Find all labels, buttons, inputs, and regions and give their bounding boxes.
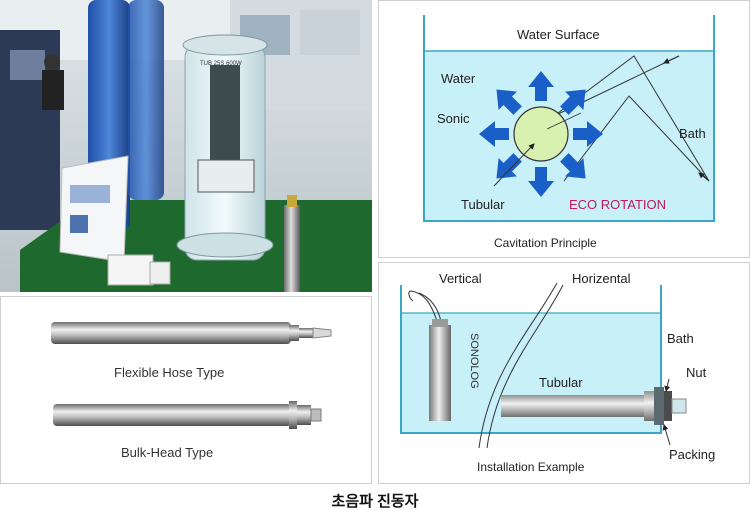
label-packing: Packing bbox=[669, 447, 715, 462]
vertical-tube bbox=[429, 325, 451, 421]
arrow-down bbox=[528, 167, 554, 197]
info-sign bbox=[59, 155, 129, 263]
install-tank-walls bbox=[400, 285, 662, 434]
flexible-hose-tube bbox=[51, 322, 332, 344]
label-tubular: Tubular bbox=[461, 197, 505, 212]
packing bbox=[654, 387, 664, 425]
label-bath: Bath bbox=[679, 126, 706, 141]
label-bath: Bath bbox=[667, 331, 694, 346]
tank-walls bbox=[423, 15, 715, 222]
label-tubular: Tubular bbox=[539, 375, 583, 390]
sonic-arrows bbox=[479, 71, 603, 197]
label-water-surface: Water Surface bbox=[517, 27, 600, 42]
label-nut: Nut bbox=[686, 365, 707, 380]
arrow-right bbox=[573, 121, 603, 147]
label-flexible-hose: Flexible Hose Type bbox=[114, 365, 224, 380]
cavitation-caption: Cavitation Principle bbox=[494, 236, 597, 250]
label-sonic: Sonic bbox=[437, 111, 470, 126]
label-eco-rotation: ECO ROTATION bbox=[569, 197, 666, 212]
tank-label: TUB 25S 600W bbox=[200, 61, 242, 67]
horizontal-tube bbox=[501, 395, 646, 417]
water-bath bbox=[424, 51, 714, 221]
label-horizental: Horizental bbox=[572, 271, 631, 286]
bulkhead-tube bbox=[53, 401, 322, 429]
cavitation-panel: Water Surface Water Sonic Bath Tubular E… bbox=[378, 0, 750, 258]
installation-panel: SONOLOG Vertical Horizental Bath Nut Tub… bbox=[378, 262, 750, 484]
label-sonolog: SONOLOG bbox=[468, 333, 480, 389]
tubular-pointer bbox=[493, 143, 535, 187]
arrow-left bbox=[479, 121, 509, 147]
exhibition-photo: TUB 25S 600W bbox=[0, 0, 372, 292]
installation-caption: Installation Example bbox=[477, 460, 585, 474]
divider-curve bbox=[478, 282, 558, 449]
label-bulkhead: Bulk-Head Type bbox=[121, 445, 213, 460]
tubular-circle bbox=[513, 106, 569, 162]
tube-types-panel: Flexible Hose Type Bulk-Head Type bbox=[0, 296, 372, 484]
figure-caption: 초음파 진동자 bbox=[331, 493, 419, 510]
label-vertical: Vertical bbox=[439, 271, 482, 286]
vertical-cable bbox=[408, 290, 438, 322]
arrow-up bbox=[528, 71, 554, 101]
steel-tube-photo bbox=[284, 205, 300, 292]
nut bbox=[664, 391, 672, 421]
label-water: Water bbox=[441, 71, 476, 86]
